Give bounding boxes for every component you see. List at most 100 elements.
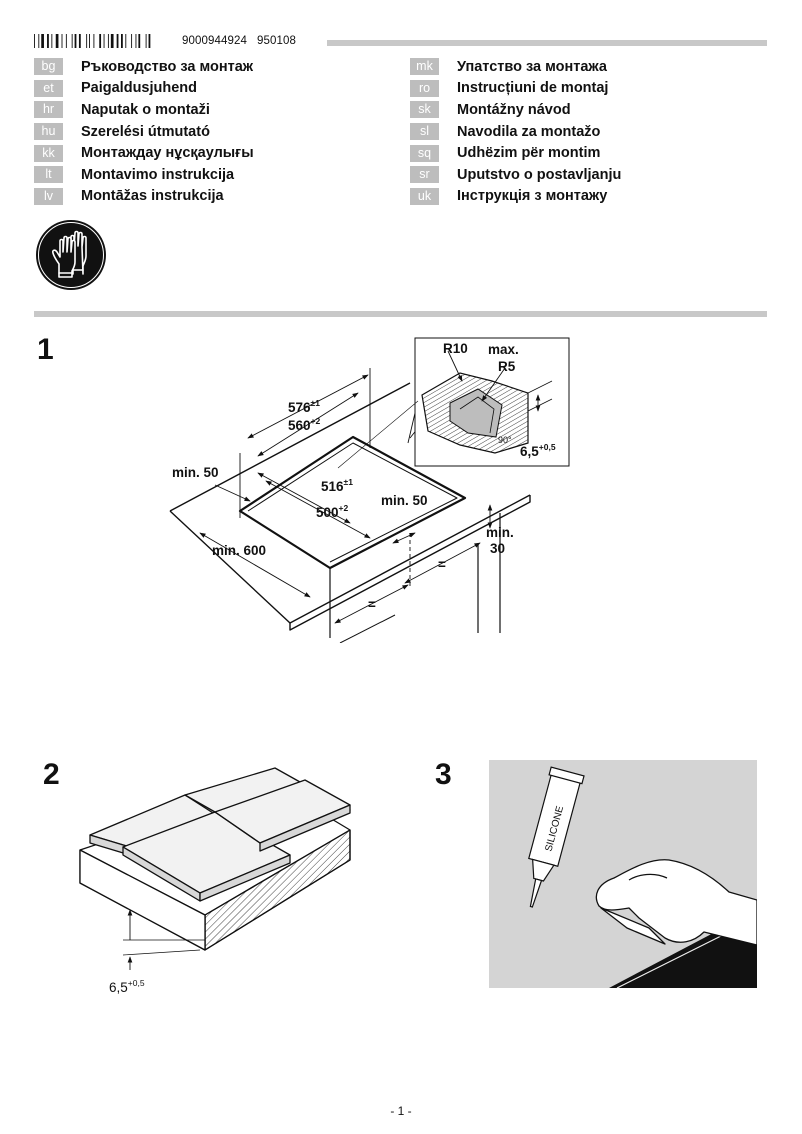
barcode-bar xyxy=(55,34,59,48)
detail-depth-label: 6,5+0,5 xyxy=(520,442,556,459)
barcode-bar xyxy=(93,34,95,48)
min600-label: min. 600 xyxy=(212,543,266,558)
language-row: sq Udhëzim për montim xyxy=(410,142,740,164)
language-title: Montāžas instrukcija xyxy=(81,188,224,205)
language-row: et Paigaldusjuhend xyxy=(34,78,364,100)
language-list-left: bg Ръководство за монтаж et Paigaldusjuhen… xyxy=(34,56,364,207)
equal-label-b: = xyxy=(368,597,376,612)
language-code: ro xyxy=(410,79,439,97)
detail-r10-label: R10 xyxy=(443,341,468,356)
language-row: uk Інструкція з монтажу xyxy=(410,186,740,208)
print-code: 950108 xyxy=(256,35,296,47)
language-row: hr Naputak o montaži xyxy=(34,99,364,121)
language-title: Instrucțiuni de montaj xyxy=(457,80,609,97)
language-row: bg Ръководство за монтаж xyxy=(34,56,364,78)
barcode-bar xyxy=(116,34,119,48)
detail-max-label: max. xyxy=(488,342,519,357)
silicone-sealing-diagram: SILICONE xyxy=(489,760,757,988)
language-title: Paigaldusjuhend xyxy=(81,80,198,97)
step-number-1: 1 xyxy=(37,333,54,366)
dim-560-label: 560+2 xyxy=(288,416,320,433)
barcode-bar xyxy=(145,34,147,48)
article-codes: 9000944924 950108 xyxy=(182,35,296,47)
language-row: sl Navodila za montažo xyxy=(410,121,740,143)
barcode xyxy=(34,34,151,48)
language-title: Montavimo instrukcija xyxy=(81,166,235,183)
barcode-bar xyxy=(125,34,127,48)
language-title: Монтаждау нұсқаулығы xyxy=(81,145,254,162)
language-code: mk xyxy=(410,58,439,76)
language-code: sl xyxy=(410,123,439,141)
language-list-right: mk Упатство за монтажа ro Instrucțiuni de … xyxy=(410,56,740,207)
barcode-bar xyxy=(61,34,63,48)
language-title: Naputak o montaži xyxy=(81,101,210,118)
dim-576-label: 576±1 xyxy=(288,398,320,415)
language-code: bg xyxy=(34,58,63,76)
barcode-bar xyxy=(138,34,141,48)
language-code: kk xyxy=(34,144,63,162)
language-code: lt xyxy=(34,166,63,184)
barcode-bar xyxy=(34,34,35,48)
barcode-bar xyxy=(103,34,105,48)
barcode-bar xyxy=(107,34,109,48)
language-code: hr xyxy=(34,101,63,119)
language-code: hu xyxy=(34,123,63,141)
barcode-bar xyxy=(99,34,102,48)
min50-left-label: min. 50 xyxy=(172,465,219,480)
language-title: Упатство за монтажа xyxy=(457,58,607,75)
language-row: mk Упатство за монтажа xyxy=(410,56,740,78)
min50-right-label: min. 50 xyxy=(381,493,428,508)
barcode-bar xyxy=(121,34,123,48)
language-title: Montážny návod xyxy=(457,101,571,118)
language-title: Szerelési útmutató xyxy=(81,123,210,140)
barcode-bar xyxy=(47,34,49,48)
dim-500-label: 500+2 xyxy=(316,503,348,520)
barcode-bar xyxy=(71,34,73,48)
page-number: - 1 - xyxy=(390,1104,412,1118)
language-code: et xyxy=(34,79,63,97)
language-row: hu Szerelési útmutató xyxy=(34,121,364,143)
barcode-bar xyxy=(135,34,137,48)
barcode-bar xyxy=(51,34,53,48)
language-row: lv Montāžas instrukcija xyxy=(34,186,364,208)
article-number: 9000944924 xyxy=(182,35,247,47)
equal-label-a: = xyxy=(438,557,446,572)
language-title: Uputstvo o postavljanju xyxy=(457,166,622,183)
header-rule xyxy=(327,40,767,46)
corner-radius-detail: R10 max. R5 90° 6,5+0,5 xyxy=(414,337,570,467)
barcode-bar xyxy=(38,34,40,48)
language-title: Navodila za montažo xyxy=(457,123,601,140)
barcode-bar xyxy=(89,34,90,48)
language-row: ro Instrucțiuni de montaj xyxy=(410,78,740,100)
hob-placement-diagram: 6,5+0,5 xyxy=(79,767,351,995)
language-code: uk xyxy=(410,187,439,205)
language-row: kk Монтаждау нұсқаулығы xyxy=(34,142,364,164)
language-code: sq xyxy=(410,144,439,162)
barcode-bar xyxy=(131,34,133,48)
language-code: sr xyxy=(410,166,439,184)
barcode-bar xyxy=(86,34,88,48)
language-row: sr Uputstvo o postavljanju xyxy=(410,164,740,186)
min30-label-b: 30 xyxy=(490,541,505,556)
language-code: sk xyxy=(410,101,439,119)
language-title: Ръководство за монтаж xyxy=(81,58,254,75)
cutout-dimension-diagram: 576±1 560+2 516±1 500+2 min. 50 min. 50 … xyxy=(169,337,570,643)
min30-label-a: min. xyxy=(486,525,514,540)
barcode-bar xyxy=(78,34,81,48)
depth-label: 6,5+0,5 xyxy=(109,978,145,995)
barcode-bar xyxy=(74,34,77,48)
language-code: lv xyxy=(34,187,63,205)
barcode-bar xyxy=(110,34,114,48)
section-rule xyxy=(34,311,767,317)
language-title: Інструкція з монтажу xyxy=(457,188,608,205)
barcode-bar xyxy=(65,34,67,48)
barcode-bar xyxy=(41,34,44,48)
detail-angle-label: 90° xyxy=(498,435,512,445)
dim-516-label: 516±1 xyxy=(321,477,353,494)
protective-gloves-icon xyxy=(36,220,106,290)
language-title: Udhëzim për montim xyxy=(457,145,601,162)
barcode-bar xyxy=(148,34,151,48)
language-row: lt Montavimo instrukcija xyxy=(34,164,364,186)
step-number-2: 2 xyxy=(43,758,60,791)
step-number-3: 3 xyxy=(435,758,452,791)
